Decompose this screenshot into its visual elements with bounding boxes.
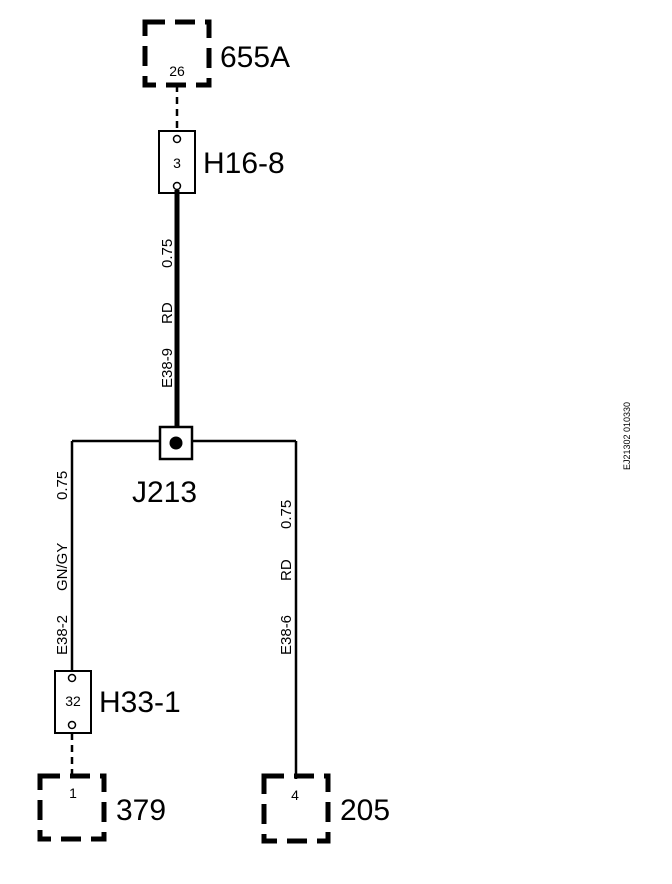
wire-e38-6-labels: E38-6 RD 0.75 <box>278 500 295 655</box>
connector-h16-8: 3 H16-8 <box>158 130 285 194</box>
connector-h16-8-box <box>158 130 196 194</box>
wire-e38-9-size: 0.75 <box>159 239 176 268</box>
connector-379-box <box>37 773 107 842</box>
connector-h16-8-pin-top <box>172 134 182 144</box>
connector-h33-1-pin: 32 <box>65 693 81 709</box>
connector-205: 4 205 <box>261 773 390 844</box>
connector-205-box <box>261 773 331 844</box>
wire-e38-6-size: 0.75 <box>278 500 295 529</box>
connector-h33-1: 32 H33-1 <box>54 670 181 734</box>
wire-e38-6-id: E38-6 <box>278 615 295 655</box>
connector-205-pin: 4 <box>291 787 299 803</box>
connector-h33-1-pin-top <box>67 673 77 683</box>
connector-379: 1 379 <box>37 773 166 842</box>
connector-h16-8-pin: 3 <box>173 155 181 171</box>
figure-code-text: EJ21302 010330 <box>622 402 632 470</box>
connector-h16-8-pin-bottom <box>172 181 182 191</box>
connector-h33-1-pin-bottom <box>67 720 77 730</box>
wire-e38-6-color: RD <box>278 559 295 581</box>
splice-j213-label: J213 <box>132 476 197 509</box>
connector-h16-8-label: H16-8 <box>203 147 285 180</box>
connector-379-pin: 1 <box>69 785 77 801</box>
connector-655a-pin: 26 <box>169 63 185 79</box>
wire-e38-2-color: GN/GY <box>54 543 71 591</box>
wire-e38-9-labels: E38-9 RD 0.75 <box>159 239 176 388</box>
wire-e38-9-color: RD <box>159 302 176 324</box>
connector-655a-label: 655A <box>220 41 290 74</box>
connector-h33-1-label: H33-1 <box>99 686 181 719</box>
wire-e38-2-size: 0.75 <box>54 471 71 500</box>
wire-e38-9-id: E38-9 <box>159 348 176 388</box>
connector-379-label: 379 <box>116 794 166 827</box>
splice-j213-dot <box>169 436 183 450</box>
splice-j213: J213 <box>132 425 197 509</box>
wire-e38-2-labels: E38-2 GN/GY 0.75 <box>54 471 71 655</box>
connector-205-label: 205 <box>340 794 390 827</box>
connector-655a: 26 655A <box>142 19 290 88</box>
figure-code: EJ21302 010330 <box>622 402 632 470</box>
wire-e38-2-id: E38-2 <box>54 615 71 655</box>
